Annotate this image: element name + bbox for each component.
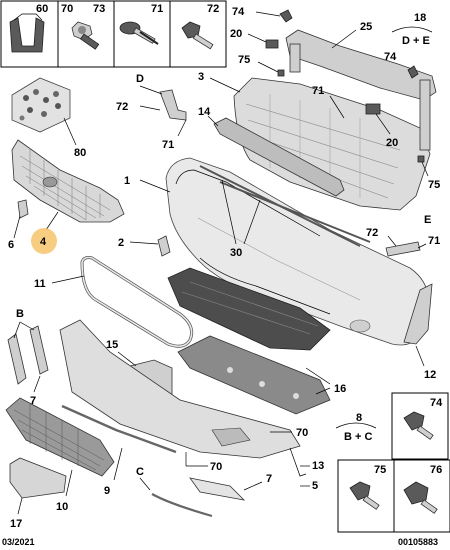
lower-grille-10 [5,397,115,477]
callout-75-top: 75 [238,54,250,66]
highlight-callout-4: 4 [31,228,57,254]
callout-9: 9 [104,485,110,497]
bracket-20-right [365,103,381,115]
callout-76-box: 76 [430,464,442,476]
lower-absorber-16 [167,267,331,351]
callout-17: 17 [10,518,22,530]
bracket-e [385,241,421,257]
callout-70-header: 70 [61,3,73,15]
callout-1: 1 [124,175,130,187]
callout-b: B [16,308,24,320]
upper-grille-4 [11,139,125,223]
callout-13: 13 [312,460,324,472]
footer-reference: 00105883 [398,537,438,547]
trim-strip-30-b [219,181,371,243]
upper-cover-3 [233,77,431,211]
grille-frame-11 [80,256,194,348]
callout-3: 3 [198,71,204,83]
fastener-box-72 [169,0,227,68]
callout-7-left: 7 [30,395,36,407]
callout-16: 16 [334,383,346,395]
callout-80: 80 [74,147,86,159]
group-label-d-e: D + E [402,35,430,47]
callout-71-e: 71 [428,235,440,247]
callout-18: 18 [414,12,426,24]
clip-6 [17,199,29,219]
callout-15: 15 [106,339,118,351]
upper-strip-14 [213,117,345,197]
bracket-20-top [265,39,279,49]
callout-5: 5 [312,480,318,492]
callout-20-right: 20 [386,137,398,149]
undertray-16 [177,335,331,415]
fastener-box-74 [391,392,449,460]
screw-75-top [277,69,285,77]
callout-72-e: 72 [366,227,378,239]
callout-73: 73 [93,3,105,15]
bracket-b-left [7,333,27,385]
fog-trim-c [151,493,213,518]
fastener-box-71 [113,0,171,68]
fastener-box-75 [337,459,395,533]
screw-74-right [407,65,419,79]
callout-c: C [136,466,144,478]
callout-71-header: 71 [151,3,163,15]
group-label-b-c: B + C [344,431,372,443]
callout-11: 11 [34,278,46,290]
footer-date: 03/2021 [2,537,35,547]
bracket-d [159,89,187,121]
callout-75-box: 75 [374,464,386,476]
fastener-box-60 [0,0,59,68]
callout-20-top: 20 [230,28,242,40]
callout-25: 25 [360,21,372,33]
lower-bumper-cover [59,319,301,459]
callout-70-bottom: 70 [210,461,222,473]
fog-trim-7 [189,477,246,501]
clip-2 [157,235,171,257]
callout-71-d: 71 [162,139,174,151]
callout-30: 30 [230,247,242,259]
fastener-box-70-73 [57,0,115,68]
callout-60: 60 [36,3,48,15]
clip-kit-80 [11,77,71,133]
callout-14: 14 [198,106,211,118]
callout-8: 8 [356,412,362,424]
callout-7-right: 7 [266,473,272,485]
callout-74-top: 74 [232,6,245,18]
callout-74-right: 74 [384,51,397,63]
impact-beam-25 [285,29,437,151]
screw-75-right [417,155,425,163]
callout-10: 10 [56,501,68,513]
callout-71-center: 71 [312,85,324,97]
callout-6: 6 [8,239,14,251]
side-trim-12 [403,283,433,345]
chrome-strip-9 [61,404,177,454]
callout-74-box: 74 [430,397,443,409]
callout-75-right: 75 [428,179,440,191]
callout-d: D [136,73,144,85]
callout-72-d: 72 [116,101,128,113]
bracket-b-right [29,325,49,375]
fastener-box-76 [393,459,450,533]
callout-12: 12 [424,369,436,381]
callout-e: E [424,214,431,226]
screw-74-top [279,9,293,23]
svg-text:4: 4 [40,236,47,248]
callout-2: 2 [118,237,124,249]
callout-70-right: 70 [296,427,308,439]
callout-72-header: 72 [207,3,219,15]
trim-17 [9,457,67,499]
bumper-cover-1 [165,157,429,346]
